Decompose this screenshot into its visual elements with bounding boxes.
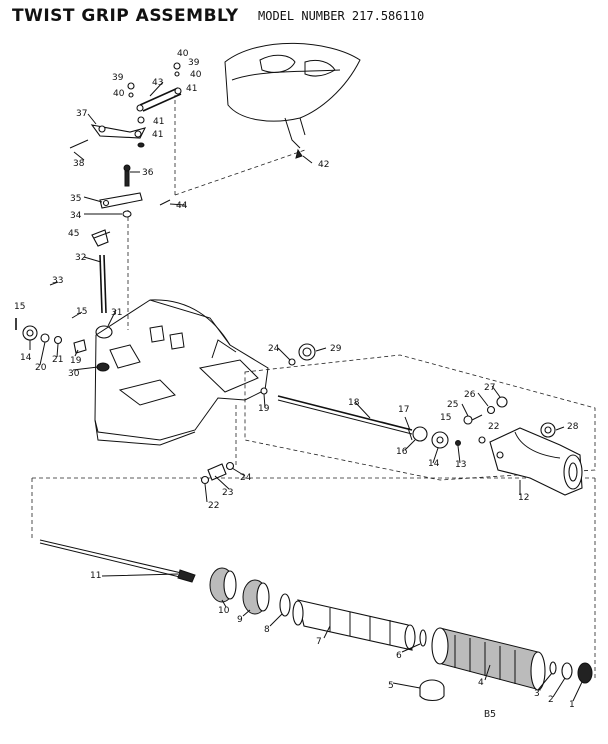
callout-34: 34 [70, 211, 82, 221]
callout-19: 19 [70, 356, 82, 366]
callout-21: 21 [52, 355, 63, 365]
callout-39: 39 [188, 58, 200, 68]
callout-41-repeat-a: 41 [153, 117, 164, 127]
callout-10: 10 [218, 606, 230, 616]
guide-line-upper [174, 95, 306, 196]
callout-7: 7 [316, 637, 322, 647]
callout-19-repeat: 19 [258, 404, 270, 414]
callout-25: 25 [447, 400, 458, 410]
callout-labels: 1 2 3 4 5 6 7 8 9 10 11 12 13 14 15 16 1… [14, 49, 579, 710]
callout-41: 41 [186, 84, 197, 94]
callout-15-repeat-a: 15 [76, 307, 87, 317]
callout-14: 14 [20, 353, 32, 363]
callout-4: 4 [478, 678, 484, 688]
callout-44: 44 [176, 201, 188, 211]
callout-17: 17 [398, 405, 409, 415]
callout-18: 18 [348, 398, 360, 408]
callout-13: 13 [455, 460, 466, 470]
callout-39-repeat: 39 [112, 73, 124, 83]
callout-23: 23 [222, 488, 233, 498]
guide-box-lower [31, 477, 596, 680]
callout-36: 36 [142, 168, 154, 178]
callout-41-repeat-b: 41 [152, 130, 163, 140]
callout-30: 30 [68, 369, 80, 379]
leader-lines [29, 81, 583, 702]
right-parts [260, 343, 583, 496]
throttle-linkage [49, 62, 303, 372]
callout-22: 22 [208, 501, 219, 511]
callout-12: 12 [518, 493, 529, 503]
callout-45: 45 [68, 229, 79, 239]
callout-27: 27 [484, 383, 495, 393]
page-code: B5 [484, 709, 497, 720]
engine-cowl [224, 42, 361, 149]
left-small-parts [15, 318, 87, 354]
callout-31: 31 [111, 308, 122, 318]
callout-1: 1 [569, 700, 575, 710]
callout-9: 9 [237, 615, 243, 625]
callout-14-repeat: 14 [428, 459, 440, 469]
callout-11: 11 [90, 571, 101, 581]
callout-40: 40 [190, 70, 202, 80]
callout-40-repeat-a: 40 [113, 89, 125, 99]
callout-8: 8 [264, 625, 270, 635]
callout-2: 2 [548, 695, 554, 705]
callout-3: 3 [534, 689, 540, 699]
callout-22-repeat: 22 [488, 422, 499, 432]
callout-29: 29 [330, 344, 342, 354]
callout-24: 24 [240, 473, 252, 483]
callout-33: 33 [52, 276, 63, 286]
center-housing [94, 299, 269, 446]
grip-assembly [39, 539, 593, 702]
model-number: MODEL NUMBER 217.586110 [258, 9, 425, 23]
callout-24-repeat: 24 [268, 344, 280, 354]
callout-28: 28 [567, 422, 579, 432]
callout-6: 6 [396, 651, 402, 661]
callout-15: 15 [14, 302, 25, 312]
guide-box-right [244, 354, 596, 481]
callout-15-repeat-b: 15 [440, 413, 451, 423]
callout-20: 20 [35, 363, 47, 373]
lower-small-parts [200, 461, 235, 485]
callout-38: 38 [73, 159, 85, 169]
callout-35: 35 [70, 194, 81, 204]
callout-37: 37 [76, 109, 87, 119]
callout-26: 26 [464, 390, 476, 400]
callout-40-repeat-b: 40 [177, 49, 189, 59]
callout-43: 43 [152, 78, 163, 88]
callout-42: 42 [318, 160, 329, 170]
callout-5: 5 [388, 681, 394, 691]
diagram-title: TWIST GRIP ASSEMBLY [12, 6, 239, 26]
callout-32: 32 [75, 253, 86, 263]
callout-16: 16 [396, 447, 408, 457]
